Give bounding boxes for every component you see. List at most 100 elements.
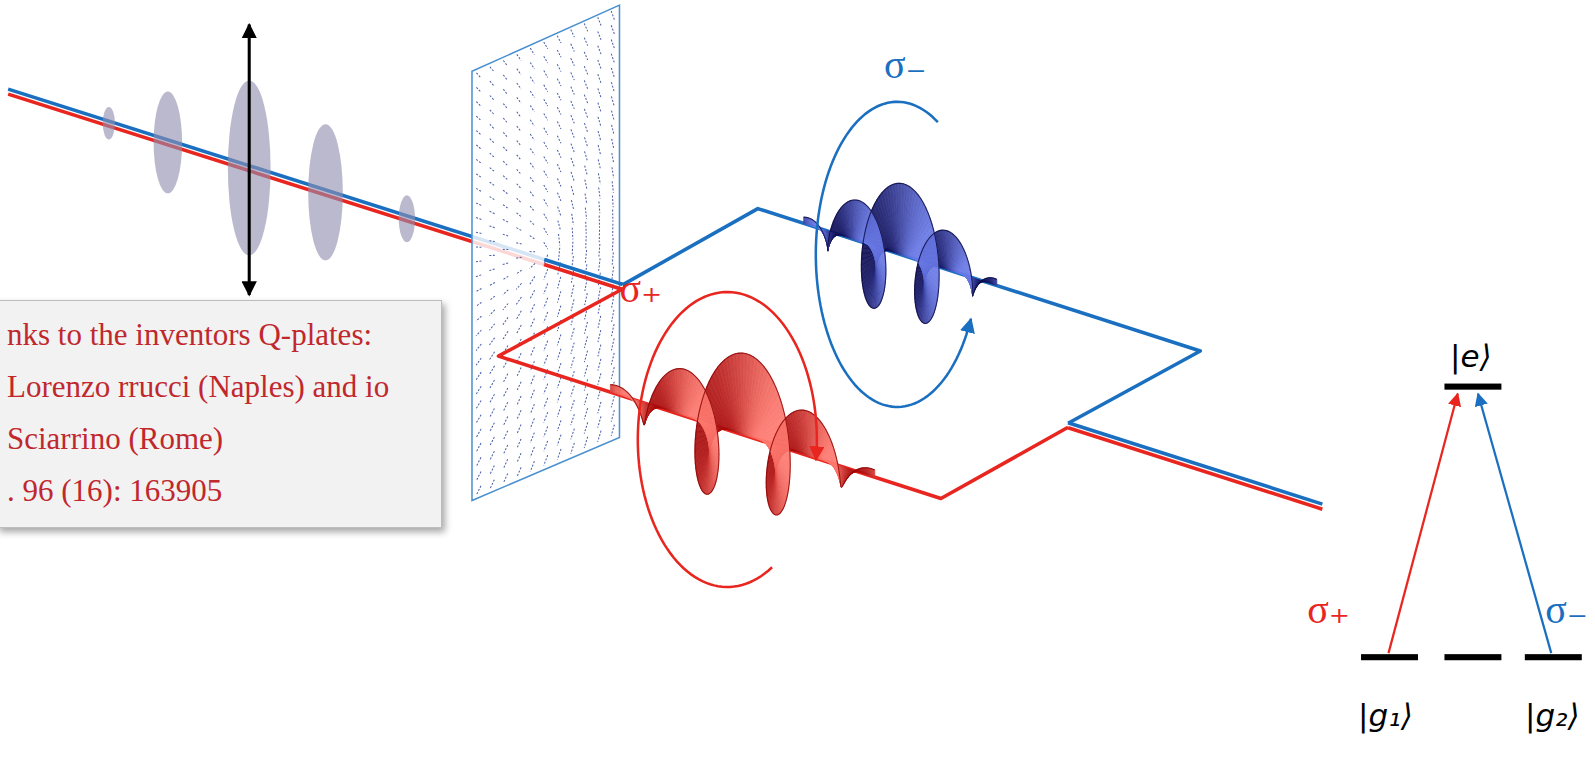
- liquid-crystal-dash: [544, 283, 548, 293]
- liquid-crystal-dash: [571, 357, 574, 368]
- liquid-crystal-dash: [490, 366, 495, 374]
- liquid-crystal-dash: [557, 291, 560, 302]
- liquid-crystal-dash: [571, 58, 575, 66]
- liquid-crystal-dash: [490, 451, 495, 460]
- liquid-crystal-dash: [557, 107, 561, 114]
- liquid-crystal-dash: [530, 461, 534, 471]
- liquid-crystal-dash: [517, 425, 521, 435]
- ground-level: [1525, 654, 1582, 660]
- liquid-crystal-dash: [571, 30, 575, 38]
- liquid-crystal-dash: [585, 222, 586, 234]
- liquid-crystal-dash: [530, 177, 534, 183]
- liquid-crystal-dash: [490, 338, 495, 345]
- liquid-crystal-dash: [571, 285, 574, 297]
- liquid-crystal-dash: [557, 449, 561, 460]
- polarization-label: σ₋: [1545, 588, 1588, 632]
- liquid-crystal-dash: [584, 351, 587, 362]
- liquid-crystal-dash: [611, 111, 614, 121]
- liquid-crystal-dash: [516, 297, 521, 304]
- liquid-crystal-dash: [503, 303, 508, 309]
- liquid-crystal-dash: [503, 249, 508, 250]
- liquid-crystal-dash: [503, 89, 507, 95]
- liquid-crystal-dash: [476, 316, 481, 321]
- beam-line: [1068, 428, 1322, 509]
- liquid-crystal-dash: [611, 11, 614, 20]
- liquid-crystal-dash: [476, 102, 481, 107]
- liquid-crystal-dash: [517, 453, 521, 463]
- liquid-crystal-dash: [544, 242, 548, 249]
- liquid-crystal-dash: [544, 56, 548, 63]
- helicoid-facet: [994, 278, 995, 285]
- liquid-crystal-dash: [517, 140, 521, 146]
- liquid-crystal-dash: [476, 261, 482, 263]
- liquid-crystal-dash: [490, 423, 495, 432]
- liquid-crystal-dash: [585, 293, 588, 305]
- liquid-crystal-dash: [503, 360, 508, 369]
- red-path: [498, 289, 1068, 499]
- liquid-crystal-dash: [598, 287, 600, 299]
- liquid-crystal-dash: [544, 269, 548, 279]
- pulse-ellipse: [154, 92, 182, 194]
- liquid-crystal-dash: [503, 331, 508, 339]
- liquid-crystal-dash: [503, 205, 508, 208]
- polarization-label: σ₋: [884, 43, 927, 87]
- liquid-crystal-dash: [598, 17, 601, 25]
- helicoid-facet: [735, 353, 741, 434]
- liquid-crystal-dash: [598, 244, 600, 256]
- liquid-crystal-dash: [503, 459, 507, 469]
- liquid-crystal-dash: [544, 398, 548, 408]
- liquid-crystal-dash: [611, 425, 614, 436]
- liquid-crystal-dash: [598, 431, 601, 442]
- liquid-crystal-dash: [503, 445, 507, 454]
- liquid-crystal-dash: [585, 151, 588, 160]
- liquid-crystal-dash: [585, 279, 587, 291]
- liquid-crystal-dash: [476, 486, 481, 495]
- liquid-crystal-dash: [544, 441, 548, 451]
- helicoid-surface: [804, 183, 997, 323]
- liquid-crystal-dash: [557, 377, 561, 388]
- liquid-crystal-dash: [476, 400, 481, 408]
- helicoid-facet: [674, 369, 676, 413]
- liquid-crystal-dash: [503, 132, 508, 137]
- liquid-crystal-dash: [611, 367, 614, 379]
- liquid-crystal-dash: [476, 302, 482, 306]
- liquid-crystal-dash: [572, 242, 574, 254]
- liquid-crystal-dash: [571, 158, 574, 167]
- liquid-crystal-dash: [490, 153, 495, 157]
- liquid-crystal-dash: [530, 447, 534, 457]
- liquid-crystal-dash: [585, 180, 587, 190]
- liquid-crystal-dash: [598, 46, 601, 54]
- liquid-crystal-dash: [557, 64, 561, 71]
- liquid-crystal-dash: [557, 193, 560, 201]
- liquid-crystal-dash: [490, 182, 495, 186]
- liquid-crystal-dash: [476, 275, 482, 277]
- pulse: [103, 80, 415, 260]
- polarization-arrow: [248, 24, 251, 295]
- liquid-crystal-dash: [598, 402, 601, 413]
- liquid-crystal-dash: [571, 400, 575, 411]
- liquid-crystal-dash: [517, 169, 522, 174]
- liquid-crystal-dash: [611, 396, 614, 408]
- liquid-crystal-dash: [557, 178, 560, 186]
- liquid-crystal-dash: [612, 224, 613, 236]
- liquid-crystal-dash: [476, 246, 481, 247]
- liquid-crystal-dash: [584, 80, 587, 88]
- liquid-crystal-dash: [516, 283, 521, 289]
- liquid-crystal-dash: [557, 392, 561, 403]
- helicoid-facet: [874, 470, 875, 478]
- liquid-crystal-dash: [585, 166, 588, 176]
- liquid-crystal-dash: [503, 104, 507, 109]
- state-label: |g₂⟩: [1525, 698, 1580, 732]
- liquid-crystal-dash: [530, 236, 535, 239]
- liquid-crystal-dash: [598, 202, 600, 214]
- liquid-crystal-dash: [490, 394, 495, 403]
- liquid-crystal-dash: [571, 186, 574, 195]
- helicoid-surface: [610, 353, 874, 515]
- liquid-crystal-dash: [584, 23, 587, 31]
- liquid-crystal-dash: [476, 472, 481, 481]
- liquid-crystal-dash: [476, 457, 481, 466]
- liquid-crystal-dash: [517, 97, 521, 103]
- liquid-crystal-dash: [517, 112, 521, 118]
- helicoid-facet: [805, 217, 806, 224]
- liquid-crystal-dash: [476, 443, 481, 452]
